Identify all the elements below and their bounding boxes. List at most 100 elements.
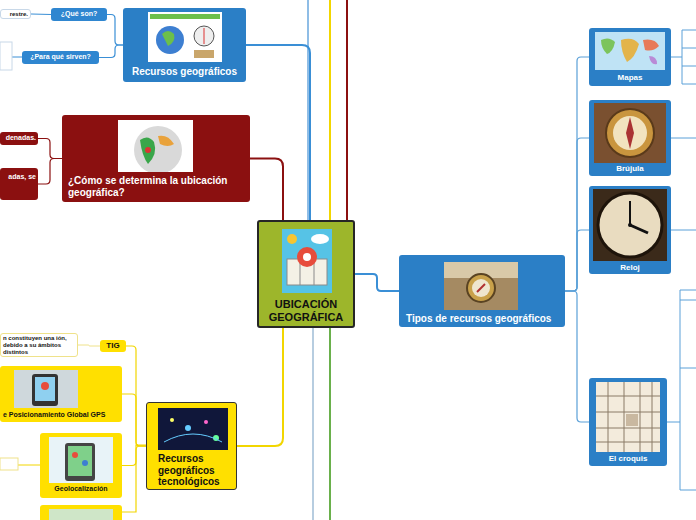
topic-label: ¿Qué son? (53, 10, 105, 18)
picture-part (613, 116, 647, 150)
branch-connector (355, 274, 399, 291)
topic-box: El croquis (589, 378, 667, 466)
cut-off-card (40, 505, 122, 520)
picture-part (311, 234, 329, 244)
topic-box: Brújula (589, 100, 671, 176)
picture-part (65, 443, 95, 481)
topic-label: Mapas (591, 73, 669, 82)
branch-connector (99, 45, 123, 58)
branch-line (307, 0, 309, 222)
picture-part (49, 437, 113, 483)
topic-box: Geolocalización (40, 433, 122, 498)
branch-connector (122, 394, 146, 446)
topic-picture (282, 229, 332, 293)
branch-connector (107, 15, 123, 46)
topic-box: TIG (100, 340, 126, 352)
topic-label: Tipos de recursos geográficos (406, 313, 558, 325)
branch-line (671, 30, 696, 84)
branch-connector (565, 57, 589, 291)
picture-part (303, 253, 311, 261)
picture-part (32, 374, 58, 406)
topic-label: ¿Cómo se determina la ubicación geográfi… (68, 175, 244, 198)
picture-part (72, 452, 78, 458)
branch-line (18, 465, 40, 466)
picture-part (194, 50, 214, 58)
picture-part (158, 136, 174, 146)
cut-off-box (0, 42, 12, 70)
topic-picture (158, 408, 228, 450)
branch-line (329, 0, 331, 220)
branch-line (312, 328, 314, 520)
branch-line (667, 290, 696, 490)
topic-label: ¿Para qué sirven? (24, 53, 97, 61)
topic-picture (118, 120, 193, 172)
topic-label: denadas. (2, 134, 36, 142)
topic-box: adas, se (0, 168, 38, 200)
topic-label: UBICACIÓN GEOGRÁFICA (262, 298, 350, 323)
picture-part (649, 56, 657, 64)
branch-connector (38, 159, 62, 185)
branch-connector (122, 446, 146, 466)
topic-label: restre. (3, 11, 28, 18)
branch-connector (565, 230, 589, 291)
topic-box: Mapas (589, 28, 671, 86)
picture-part (145, 147, 151, 153)
branch-line (671, 230, 696, 231)
picture-part (598, 193, 662, 257)
picture-part (204, 28, 205, 44)
picture-part (41, 382, 49, 390)
topic-box: ¿Qué son? (51, 8, 107, 21)
picture-part (140, 137, 155, 164)
branch-connector (31, 14, 51, 16)
picture-part (297, 247, 317, 267)
branch-connector (565, 138, 589, 291)
picture-part (630, 225, 648, 233)
picture-part (477, 284, 485, 292)
topic-box: ¿Para qué sirven? (22, 51, 99, 64)
branch-line (346, 0, 348, 220)
branch-line (12, 57, 22, 58)
cut-off-box (0, 458, 18, 470)
topic-picture (444, 262, 518, 310)
topic-label: Recursos geográficos (126, 66, 243, 78)
topic-label: e Posicionamiento Global GPS (3, 411, 119, 419)
branch-connector (565, 291, 589, 422)
picture-part (628, 223, 632, 227)
topic-box: Tipos de recursos geográficos (399, 255, 565, 327)
picture-part (606, 109, 654, 157)
picture-part (596, 382, 660, 452)
card-picture (49, 509, 113, 520)
topic-picture (14, 370, 78, 408)
picture-part (68, 446, 92, 476)
picture-part (134, 126, 182, 172)
picture-part (626, 117, 634, 149)
topic-picture (148, 12, 222, 62)
picture-part (472, 279, 490, 297)
picture-part (35, 377, 55, 401)
picture-part (287, 234, 297, 244)
branch-connector (237, 328, 283, 446)
branch-line (122, 445, 146, 512)
branch-connector (246, 45, 310, 220)
topic-label: TIG (101, 341, 125, 350)
picture-part (629, 201, 631, 225)
picture-part (162, 31, 174, 46)
picture-part (595, 32, 665, 70)
topic-label: El croquis (591, 454, 665, 463)
picture-part (204, 420, 208, 424)
picture-part (148, 12, 222, 62)
topic-picture (593, 189, 667, 261)
branch-connector (78, 345, 100, 346)
picture-part (282, 229, 332, 293)
branch-line (671, 138, 696, 139)
picture-part (164, 434, 222, 442)
topic-box: restre. (0, 9, 31, 19)
picture-part (185, 425, 191, 431)
topic-box: UBICACIÓN GEOGRÁFICA (257, 220, 355, 328)
topic-picture (594, 103, 666, 163)
picture-part (158, 408, 228, 450)
topic-box: ¿Cómo se determina la ubicación geográfi… (62, 115, 250, 202)
branch-line (329, 328, 331, 520)
topic-label: adas, se (2, 173, 36, 181)
picture-part (150, 14, 220, 19)
